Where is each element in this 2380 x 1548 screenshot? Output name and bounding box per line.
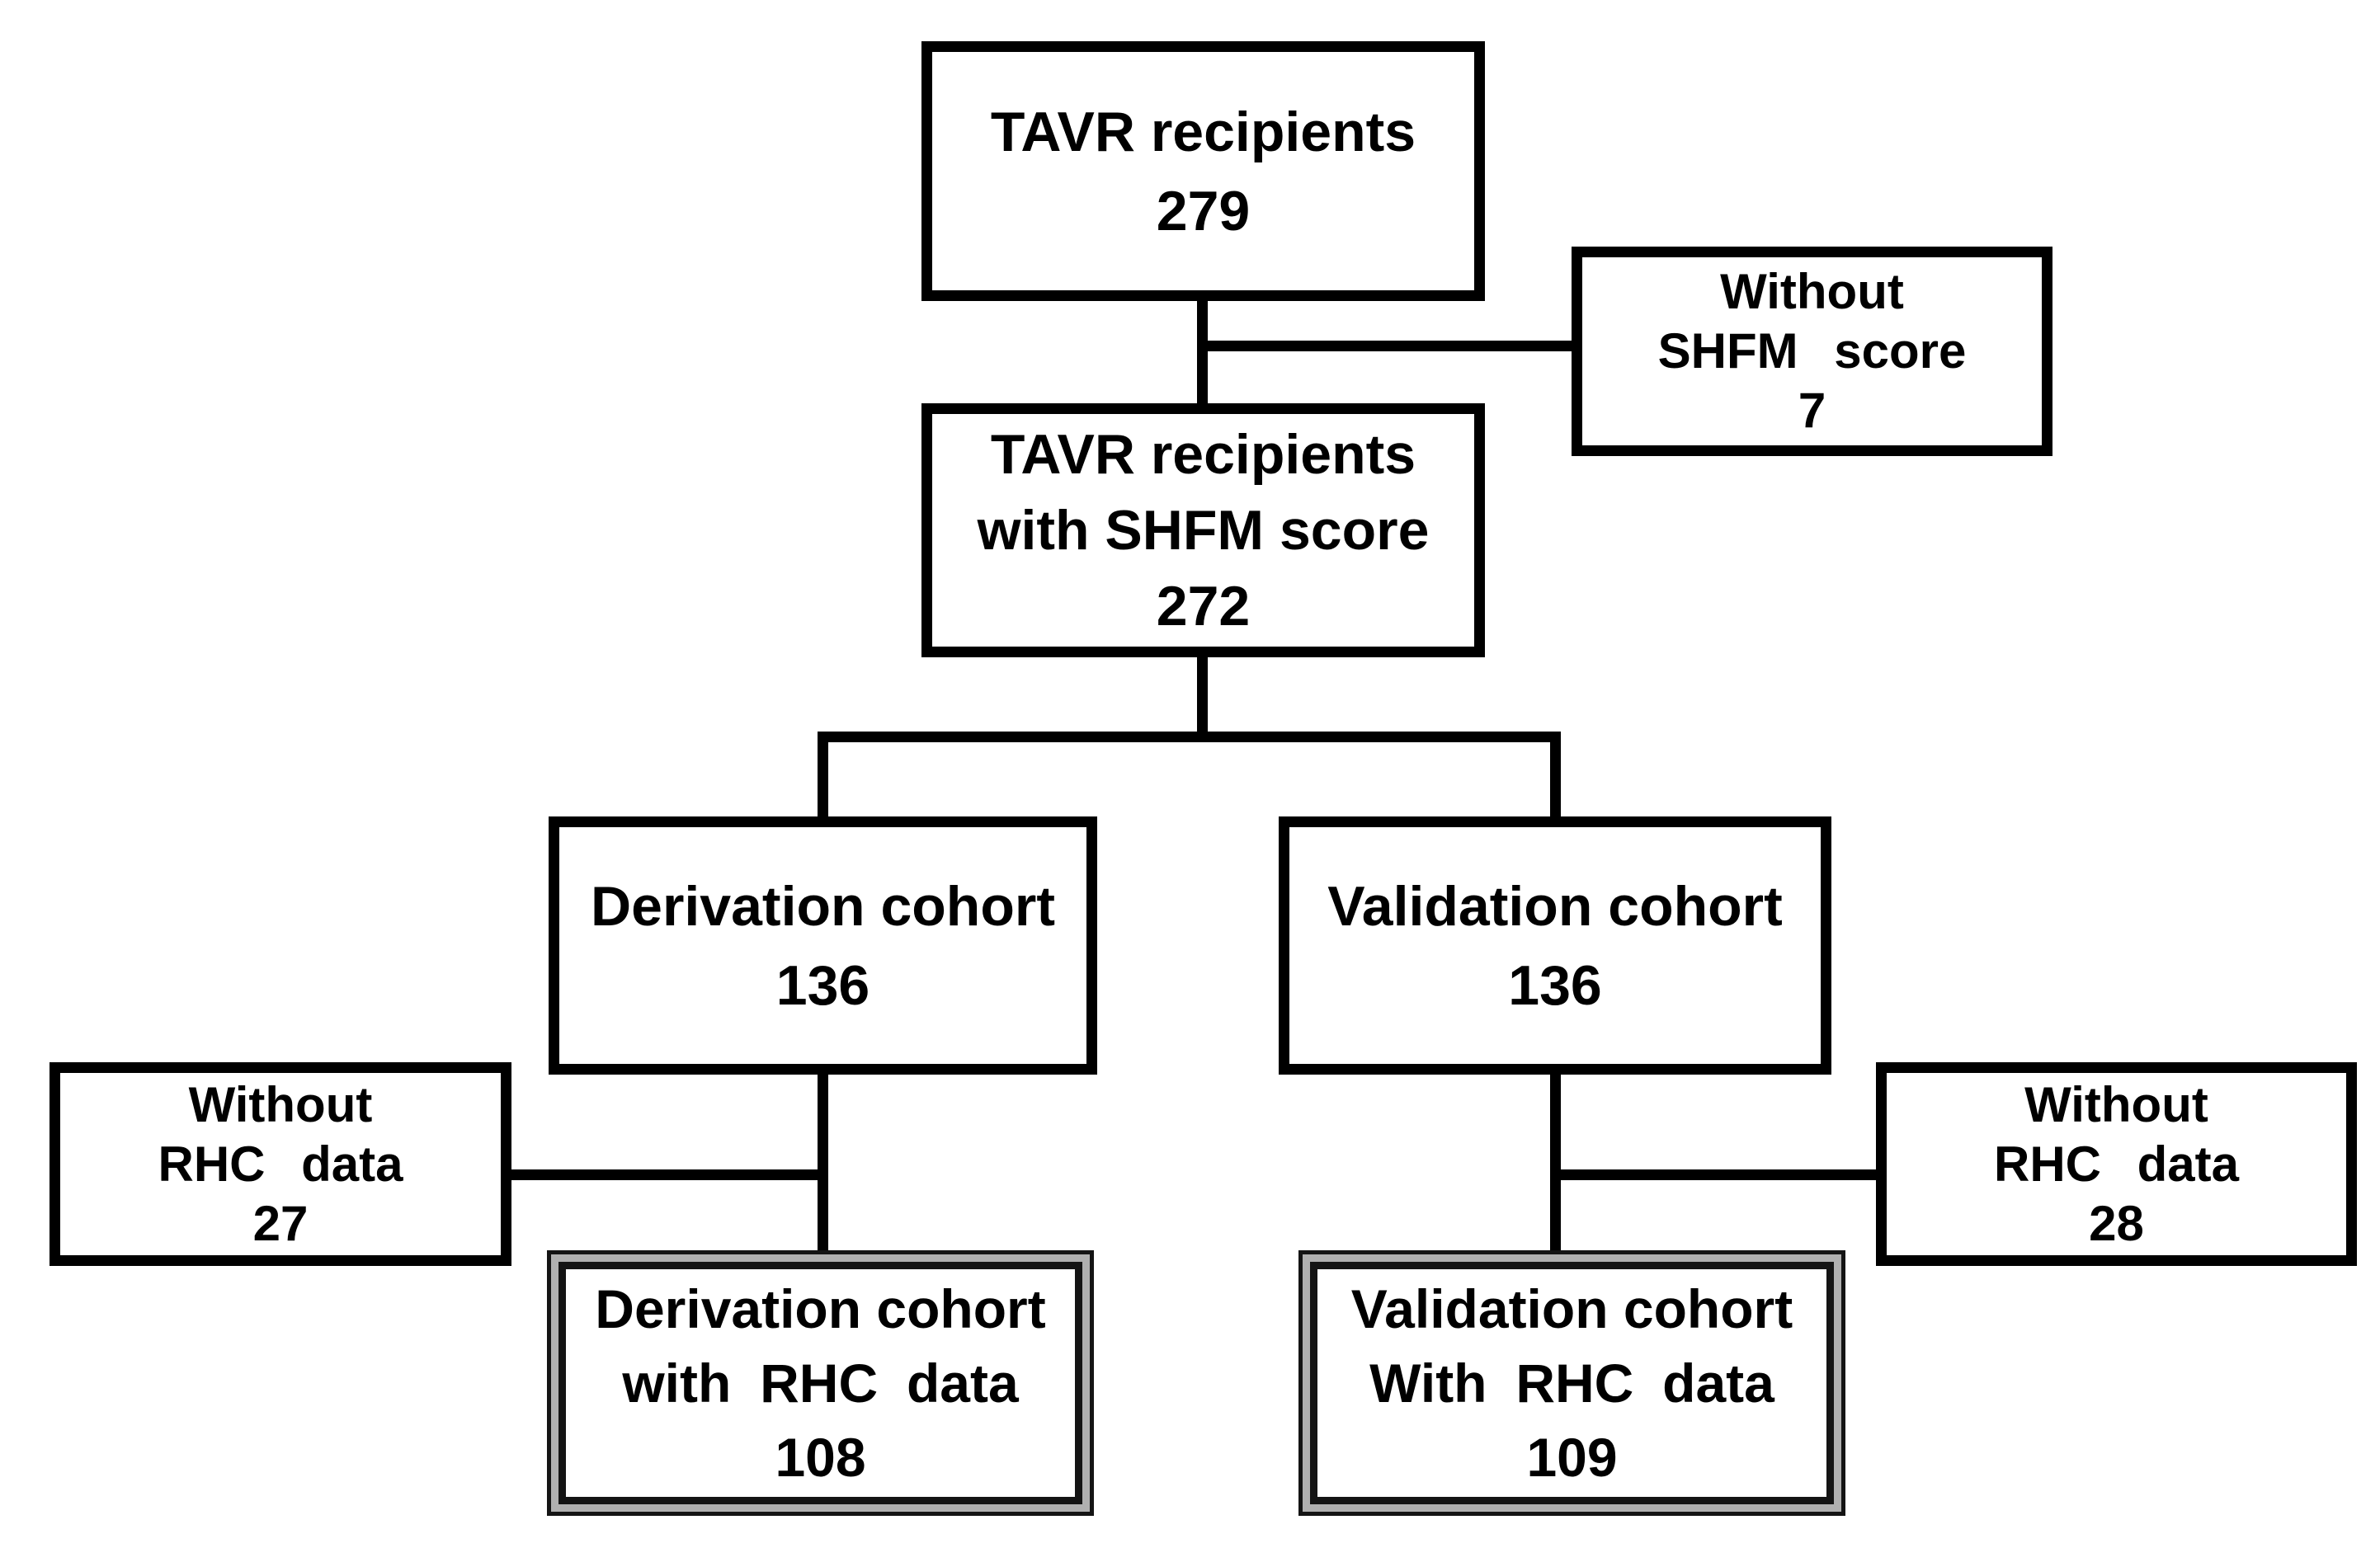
box-without-rhc-validation: Without RHC data 28 xyxy=(1876,1062,2357,1266)
box-validation-with-rhc-inner: Validation cohort With RHC data 109 xyxy=(1310,1262,1834,1504)
connector-validation-down-stem xyxy=(1550,1072,1561,1254)
connector-tavr-to-shfm-stem xyxy=(1197,299,1208,408)
connector-derivation-down-stem xyxy=(818,1072,828,1254)
box-count: 109 xyxy=(1526,1427,1618,1488)
connector-branch-without-rhc-right xyxy=(1557,1169,1881,1180)
connector-drop-derivation xyxy=(818,732,828,818)
box-label: SHFM score xyxy=(1657,323,1967,379)
box-label: RHC data xyxy=(1993,1136,2240,1192)
box-validation-cohort: Validation cohort 136 xyxy=(1279,816,1831,1075)
connector-branch-without-rhc-left xyxy=(507,1169,822,1180)
box-label: TAVR recipients xyxy=(990,423,1416,486)
box-label: TAVR recipients xyxy=(990,100,1416,163)
box-label: Without xyxy=(1720,264,1904,319)
box-count: 28 xyxy=(2089,1195,2144,1251)
box-count: 27 xyxy=(252,1195,309,1251)
box-without-shfm-score: Without SHFM score 7 xyxy=(1572,247,2052,456)
box-label: Derivation cohort xyxy=(595,1278,1046,1339)
box-label: RHC data xyxy=(158,1136,403,1192)
box-derivation-cohort: Derivation cohort 136 xyxy=(549,816,1097,1075)
box-label: Validation cohort xyxy=(1327,874,1783,938)
box-count: 7 xyxy=(1798,383,1826,438)
connector-branch-without-shfm xyxy=(1197,341,1576,351)
box-label: with RHC data xyxy=(622,1353,1019,1414)
box-label: With RHC data xyxy=(1369,1353,1774,1414)
connector-shfm-down-stem xyxy=(1197,656,1208,742)
box-tavr-with-shfm-score: TAVR recipients with SHFM score 272 xyxy=(921,403,1485,657)
box-tavr-recipients: TAVR recipients 279 xyxy=(921,41,1485,301)
box-derivation-with-rhc: Derivation cohort with RHC data 108 xyxy=(547,1250,1094,1516)
box-label: Derivation cohort xyxy=(591,874,1055,938)
box-label: Without xyxy=(188,1076,373,1132)
box-label: Without xyxy=(2024,1076,2208,1132)
box-derivation-with-rhc-inner: Derivation cohort with RHC data 108 xyxy=(558,1262,1082,1504)
connector-split-bar xyxy=(818,732,1561,742)
box-without-rhc-derivation: Without RHC data 27 xyxy=(49,1062,511,1266)
box-count: 136 xyxy=(775,953,870,1017)
box-count: 136 xyxy=(1508,953,1602,1017)
box-count: 272 xyxy=(1156,575,1251,638)
box-validation-with-rhc: Validation cohort With RHC data 109 xyxy=(1298,1250,1845,1516)
connector-drop-validation xyxy=(1550,732,1561,818)
box-count: 108 xyxy=(775,1427,866,1488)
box-count: 279 xyxy=(1156,179,1251,242)
box-label: Validation cohort xyxy=(1350,1278,1793,1339)
box-label: with SHFM score xyxy=(977,499,1430,562)
